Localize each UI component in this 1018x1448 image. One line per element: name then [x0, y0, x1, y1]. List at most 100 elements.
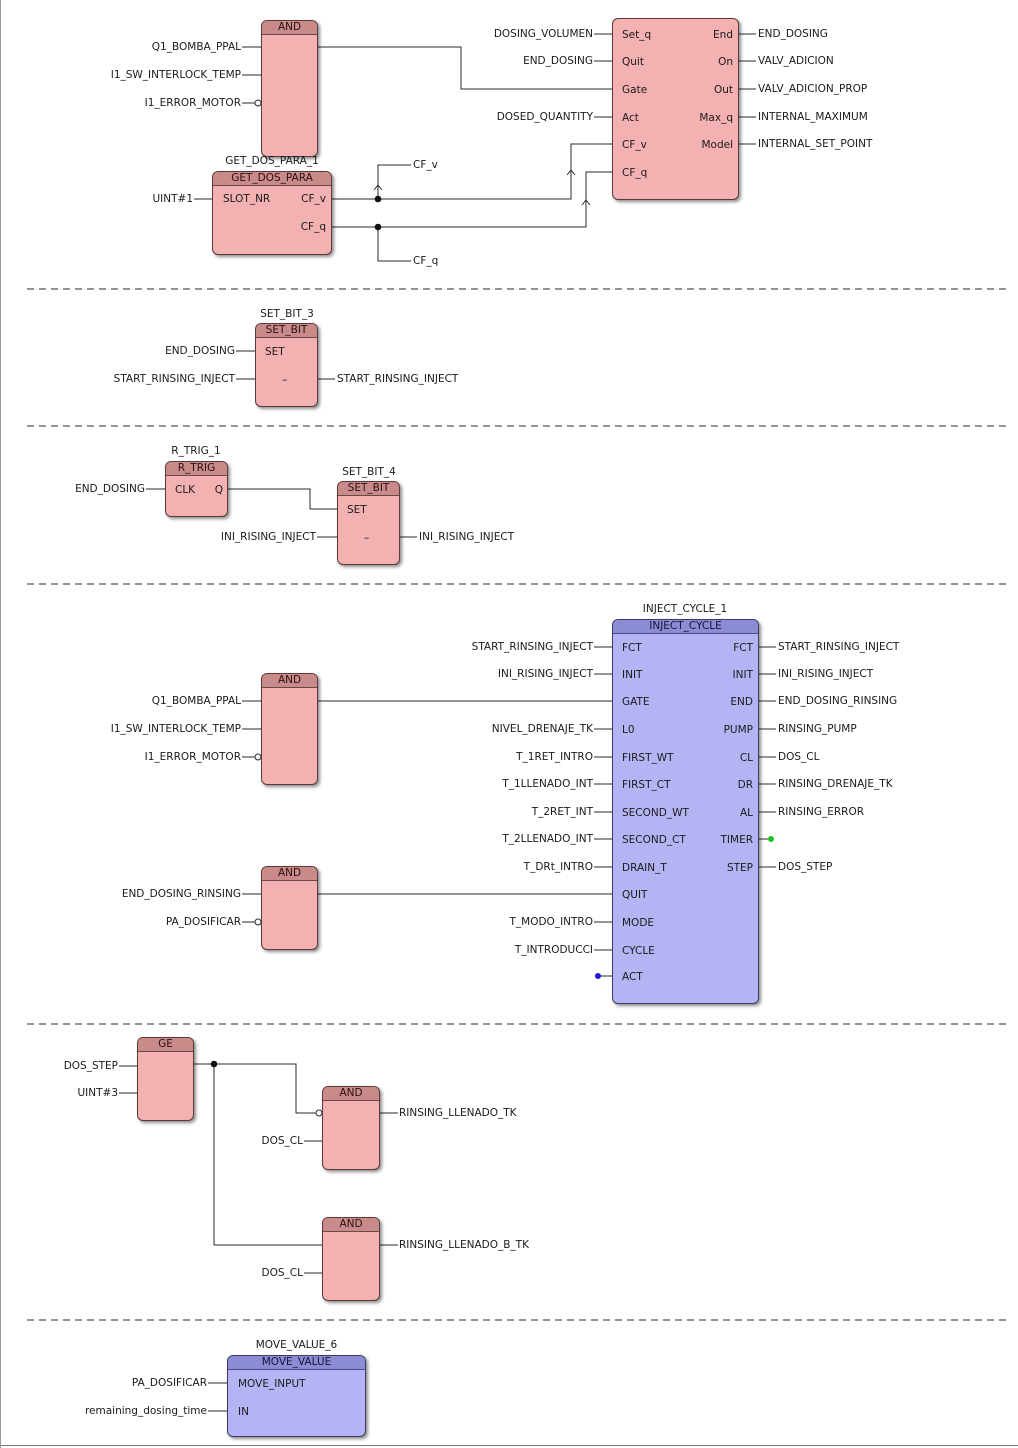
input-variable[interactable]: END_DOSING	[523, 55, 593, 67]
output-pin: TIMER	[720, 834, 754, 846]
input-pin: FCT	[622, 642, 642, 654]
block-type: AND	[323, 1218, 379, 1232]
input-variable[interactable]: T_1LLENADO_INT	[502, 778, 593, 790]
input-variable[interactable]: END_DOSING_RINSING	[121, 888, 241, 900]
input-variable[interactable]: T_INTRODUCCI	[514, 944, 593, 956]
and-block-bottom[interactable]: AND	[261, 866, 318, 950]
output-variable[interactable]: START_RINSING_INJECT	[337, 373, 459, 385]
ge-block[interactable]: GE	[137, 1037, 194, 1121]
input-variable[interactable]: PA_DOSIFICAR	[131, 1377, 207, 1389]
output-pin: FCT	[733, 642, 753, 654]
output-variable[interactable]: RINSING_PUMP	[778, 723, 857, 735]
input-variable[interactable]: DOS_CL	[261, 1135, 303, 1147]
input-pin: DRAIN_T	[622, 862, 667, 874]
input-pin: FIRST_WT	[622, 752, 674, 764]
input-pin: SECOND_CT	[622, 834, 686, 846]
dosing-block[interactable]: Set_q Quit Gate Act CF_v CF_q End On Out…	[612, 18, 739, 200]
inject-cycle-block[interactable]: INJECT_CYCLE FCT INIT GATE L0 FIRST_WT F…	[612, 619, 759, 1004]
output-variable[interactable]: RINSING_LLENADO_B_TK	[399, 1239, 529, 1251]
instance-name: R_TRIG_1	[171, 445, 221, 457]
output-variable[interactable]: DOS_CL	[778, 751, 820, 763]
output-pin: INIT	[732, 669, 753, 681]
input-pin: MODE	[622, 917, 655, 929]
input-variable[interactable]: DOSING_VOLUMEN	[493, 28, 593, 40]
input-variable[interactable]: DOS_STEP	[63, 1060, 118, 1072]
input-pin: CLK	[175, 484, 196, 496]
input-variable[interactable]: T_2RET_INT	[531, 806, 593, 818]
output-variable[interactable]: INI_RISING_INJECT	[419, 531, 515, 543]
and-block-top[interactable]: AND	[261, 673, 318, 785]
input-pin: INIT	[622, 669, 643, 681]
input-variable[interactable]: I1_SW_INTERLOCK_TEMP	[110, 69, 241, 81]
output-variable[interactable]: START_RINSING_INJECT	[778, 641, 900, 653]
output-variable[interactable]: END_DOSING	[758, 28, 828, 40]
input-variable[interactable]: remaining_dosing_time	[84, 1405, 207, 1417]
output-pin: CL	[739, 752, 753, 764]
output-pin: Q	[214, 484, 223, 496]
and-block-1[interactable]: AND	[261, 20, 318, 157]
output-variable[interactable]: INI_RISING_INJECT	[778, 668, 874, 680]
network-5-wires	[119, 1060, 398, 1274]
output-variable[interactable]: INTERNAL_SET_POINT	[758, 138, 873, 150]
block-type: SET_BIT	[256, 324, 317, 338]
input-variable[interactable]: Q1_BOMBA_PPAL	[151, 41, 241, 53]
input-variable[interactable]: I1_ERROR_MOTOR	[144, 97, 241, 109]
block-type: GE	[138, 1038, 193, 1052]
input-pin: SECOND_WT	[622, 807, 689, 819]
output-variable[interactable]: CF_v	[413, 159, 438, 171]
input-variable[interactable]: INI_RISING_INJECT	[497, 668, 593, 680]
output-pin: PUMP	[723, 724, 753, 736]
input-variable[interactable]: T_DRt_INTRO	[523, 861, 593, 873]
and-block-a[interactable]: AND	[322, 1086, 380, 1170]
output-pin: On	[718, 56, 733, 68]
input-variable[interactable]: T_1RET_INTRO	[516, 751, 593, 763]
input-pin: MOVE_INPUT	[238, 1378, 306, 1390]
instance-name: INJECT_CYCLE_1	[642, 603, 728, 615]
block-type: GET_DOS_PARA	[213, 172, 331, 186]
get-dos-para-block[interactable]: GET_DOS_PARA SLOT_NR CF_v CF_q	[212, 171, 332, 255]
output-variable[interactable]: RINSING_ERROR	[778, 806, 865, 818]
output-pin: STEP	[726, 862, 753, 874]
input-pin: ACT	[622, 971, 643, 983]
input-pin: SLOT_NR	[223, 193, 271, 205]
input-variable[interactable]: DOS_CL	[261, 1267, 303, 1279]
output-variable[interactable]: END_DOSING_RINSING	[778, 695, 898, 707]
input-variable[interactable]: T_MODO_INTRO	[509, 916, 593, 928]
network-2-wires	[236, 350, 335, 380]
output-variable[interactable]: INTERNAL_MAXIMUM	[758, 111, 868, 123]
input-variable[interactable]: NIVEL_DRENAJE_TK	[491, 723, 593, 735]
input-variable[interactable]: UINT#3	[77, 1087, 118, 1099]
input-variable[interactable]: START_RINSING_INJECT	[113, 373, 235, 385]
block-type: AND	[262, 674, 317, 688]
input-variable[interactable]: END_DOSING	[165, 345, 235, 357]
output-variable[interactable]: RINSING_DRENAJE_TK	[778, 778, 893, 790]
input-variable[interactable]: INI_RISING_INJECT	[220, 531, 316, 543]
input-variable[interactable]: DOSED_QUANTITY	[496, 111, 593, 123]
set-bit-block[interactable]: SET_BIT SET –	[255, 323, 318, 407]
output-variable[interactable]: RINSING_LLENADO_TK	[399, 1107, 517, 1119]
and-block-b[interactable]: AND	[322, 1217, 380, 1301]
r-trig-block[interactable]: R_TRIG CLK Q	[165, 461, 228, 517]
output-variable[interactable]: VALV_ADICION	[758, 55, 834, 67]
move-value-block[interactable]: MOVE_VALUE MOVE_INPUT IN	[227, 1355, 366, 1437]
input-variable[interactable]: T_2LLENADO_INT	[502, 833, 593, 845]
block-type: AND	[262, 867, 317, 881]
input-pin: SET	[265, 346, 285, 358]
instance-name: SET_BIT_3	[260, 308, 314, 320]
output-pin: Max_q	[699, 112, 733, 124]
input-variable[interactable]: I1_ERROR_MOTOR	[144, 751, 241, 763]
output-variable[interactable]: CF_q	[413, 255, 439, 267]
output-pin: DR	[737, 779, 753, 791]
output-pin: CF_q	[300, 221, 326, 233]
output-variable[interactable]: DOS_STEP	[778, 861, 833, 873]
input-pin: IN	[238, 1406, 249, 1418]
set-bit-block[interactable]: SET_BIT SET –	[337, 481, 400, 565]
input-variable[interactable]: PA_DOSIFICAR	[165, 916, 241, 928]
output-variable[interactable]: VALV_ADICION_PROP	[758, 83, 868, 95]
input-variable[interactable]: START_RINSING_INJECT	[471, 641, 593, 653]
input-variable[interactable]: END_DOSING	[75, 483, 145, 495]
input-variable[interactable]: I1_SW_INTERLOCK_TEMP	[110, 723, 241, 735]
output-pin: END	[730, 696, 753, 708]
input-variable[interactable]: UINT#1	[152, 193, 193, 205]
input-variable[interactable]: Q1_BOMBA_PPAL	[151, 695, 241, 707]
